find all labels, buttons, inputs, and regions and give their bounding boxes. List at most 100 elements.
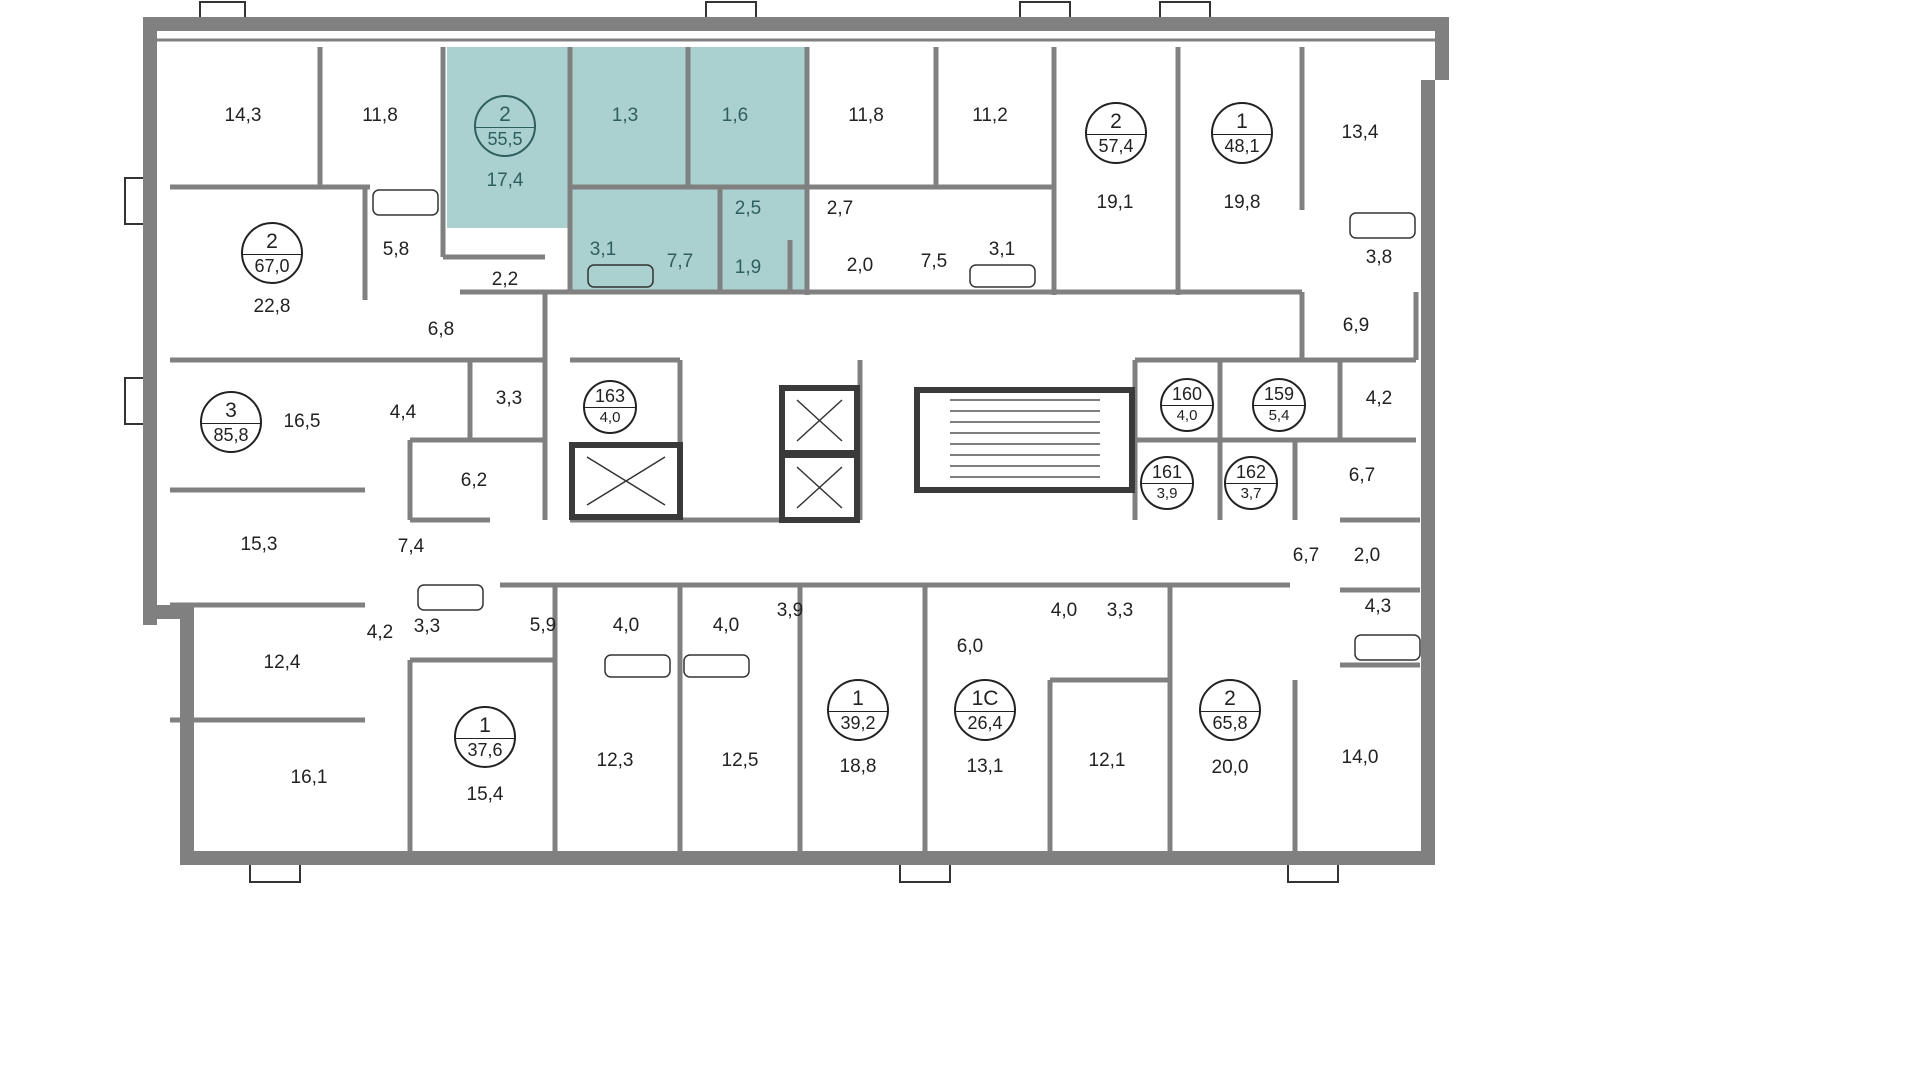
room-area-label: 4,2 — [366, 622, 394, 643]
room-area-label: 14,3 — [224, 105, 262, 126]
room-area-label: 12,4 — [263, 652, 301, 673]
room-area-label: 6,8 — [427, 319, 455, 340]
room-area-label: 11,2 — [972, 105, 1008, 126]
room-area-label: 5,9 — [529, 615, 557, 636]
room-area-label: 1,6 — [721, 105, 749, 126]
room-area-label: 3,1 — [589, 239, 617, 260]
room-area-label: 12,3 — [596, 750, 634, 771]
room-area-label: 6,7 — [1348, 465, 1376, 486]
room-area-label: 2,2 — [491, 269, 519, 290]
room-area-label: 11,8 — [362, 105, 398, 126]
room-area-label: 6,9 — [1342, 315, 1370, 336]
room-area-label: 6,0 — [956, 636, 984, 657]
room-area-label: 6,2 — [460, 470, 488, 491]
storage-number: 161 — [1142, 462, 1192, 484]
outer-wall — [143, 17, 1449, 625]
bathtub-icon — [1354, 634, 1421, 661]
stairwell — [914, 387, 1135, 493]
room-area-label: 3,3 — [1106, 600, 1134, 621]
apartment-area: 55,5 — [487, 128, 523, 149]
room-area-label: 4,0 — [1050, 600, 1078, 621]
room-area-label: 15,4 — [466, 784, 504, 805]
elevator-shaft — [569, 442, 683, 520]
room-area-label: 12,5 — [721, 750, 759, 771]
room-area-label: 11,8 — [848, 105, 884, 126]
storage-number: 160 — [1162, 384, 1212, 406]
apartment-area: 3,7 — [1240, 485, 1262, 502]
bathtub-icon — [417, 584, 484, 611]
apartment-area: 39,2 — [840, 712, 876, 733]
room-area-label: 7,5 — [920, 251, 948, 272]
apartment-area: 37,6 — [467, 739, 503, 760]
storage-number: 163 — [585, 386, 635, 408]
elevator-cross-icon — [796, 399, 843, 442]
room-area-label: 4,2 — [1365, 388, 1393, 409]
room-area-label: 22,8 — [253, 296, 291, 317]
room-area-label: 12,1 — [1088, 750, 1126, 771]
room-area-label: 4,0 — [712, 615, 740, 636]
room-area-label: 4,3 — [1364, 596, 1392, 617]
apartment-rooms: 1 — [829, 687, 887, 712]
apartment-rooms: 2 — [1087, 110, 1145, 135]
room-area-label: 17,4 — [486, 170, 524, 191]
room-area-label: 3,3 — [495, 388, 523, 409]
apartment-rooms: 1С — [956, 687, 1014, 712]
room-area-label: 16,1 — [290, 767, 328, 788]
room-area-label: 19,1 — [1096, 192, 1134, 213]
room-area-label: 7,7 — [666, 251, 694, 272]
room-area-label: 20,0 — [1211, 757, 1249, 778]
apartment-area: 57,4 — [1098, 135, 1134, 156]
apartment-rooms: 1 — [1213, 110, 1271, 135]
elevator-cross-icon — [796, 466, 843, 509]
bathtub-icon — [683, 654, 750, 678]
room-area-label: 7,4 — [397, 536, 425, 557]
outer-wall — [150, 80, 1435, 865]
apartment-area: 3,9 — [1156, 485, 1178, 502]
bathtub-icon — [372, 189, 439, 216]
apartment-rooms: 2 — [243, 230, 301, 255]
room-area-label: 2,7 — [826, 198, 854, 219]
room-area-label: 3,9 — [776, 600, 804, 621]
apartment-area: 67,0 — [254, 255, 290, 276]
room-area-label: 13,1 — [966, 756, 1004, 777]
elevator-shaft — [779, 452, 860, 523]
highlighted-apartment-area — [447, 47, 807, 290]
room-area-label: 3,8 — [1365, 247, 1393, 268]
room-area-label: 2,0 — [1353, 545, 1381, 566]
apartment-rooms: 1 — [456, 714, 514, 739]
apartment-rooms: 2 — [1201, 687, 1259, 712]
room-area-label: 14,0 — [1341, 747, 1379, 768]
room-area-label: 19,8 — [1223, 192, 1261, 213]
room-area-label: 5,8 — [382, 239, 410, 260]
room-area-label: 1,3 — [611, 105, 639, 126]
room-area-label: 3,3 — [413, 616, 441, 637]
bathtub-icon — [587, 264, 654, 288]
room-area-label: 4,0 — [612, 615, 640, 636]
apartment-area: 4,0 — [1176, 407, 1198, 424]
room-area-label: 2,5 — [734, 198, 762, 219]
bathtub-icon — [604, 654, 671, 678]
bathtub-icon — [969, 264, 1036, 288]
storage-number: 162 — [1226, 462, 1276, 484]
room-area-label: 3,1 — [988, 239, 1016, 260]
room-area-label: 16,5 — [283, 411, 321, 432]
apartment-area: 26,4 — [967, 712, 1003, 733]
apartment-area: 48,1 — [1224, 135, 1260, 156]
apartment-rooms: 3 — [202, 399, 260, 424]
room-area-label: 6,7 — [1292, 545, 1320, 566]
room-area-label: 1,9 — [734, 257, 762, 278]
